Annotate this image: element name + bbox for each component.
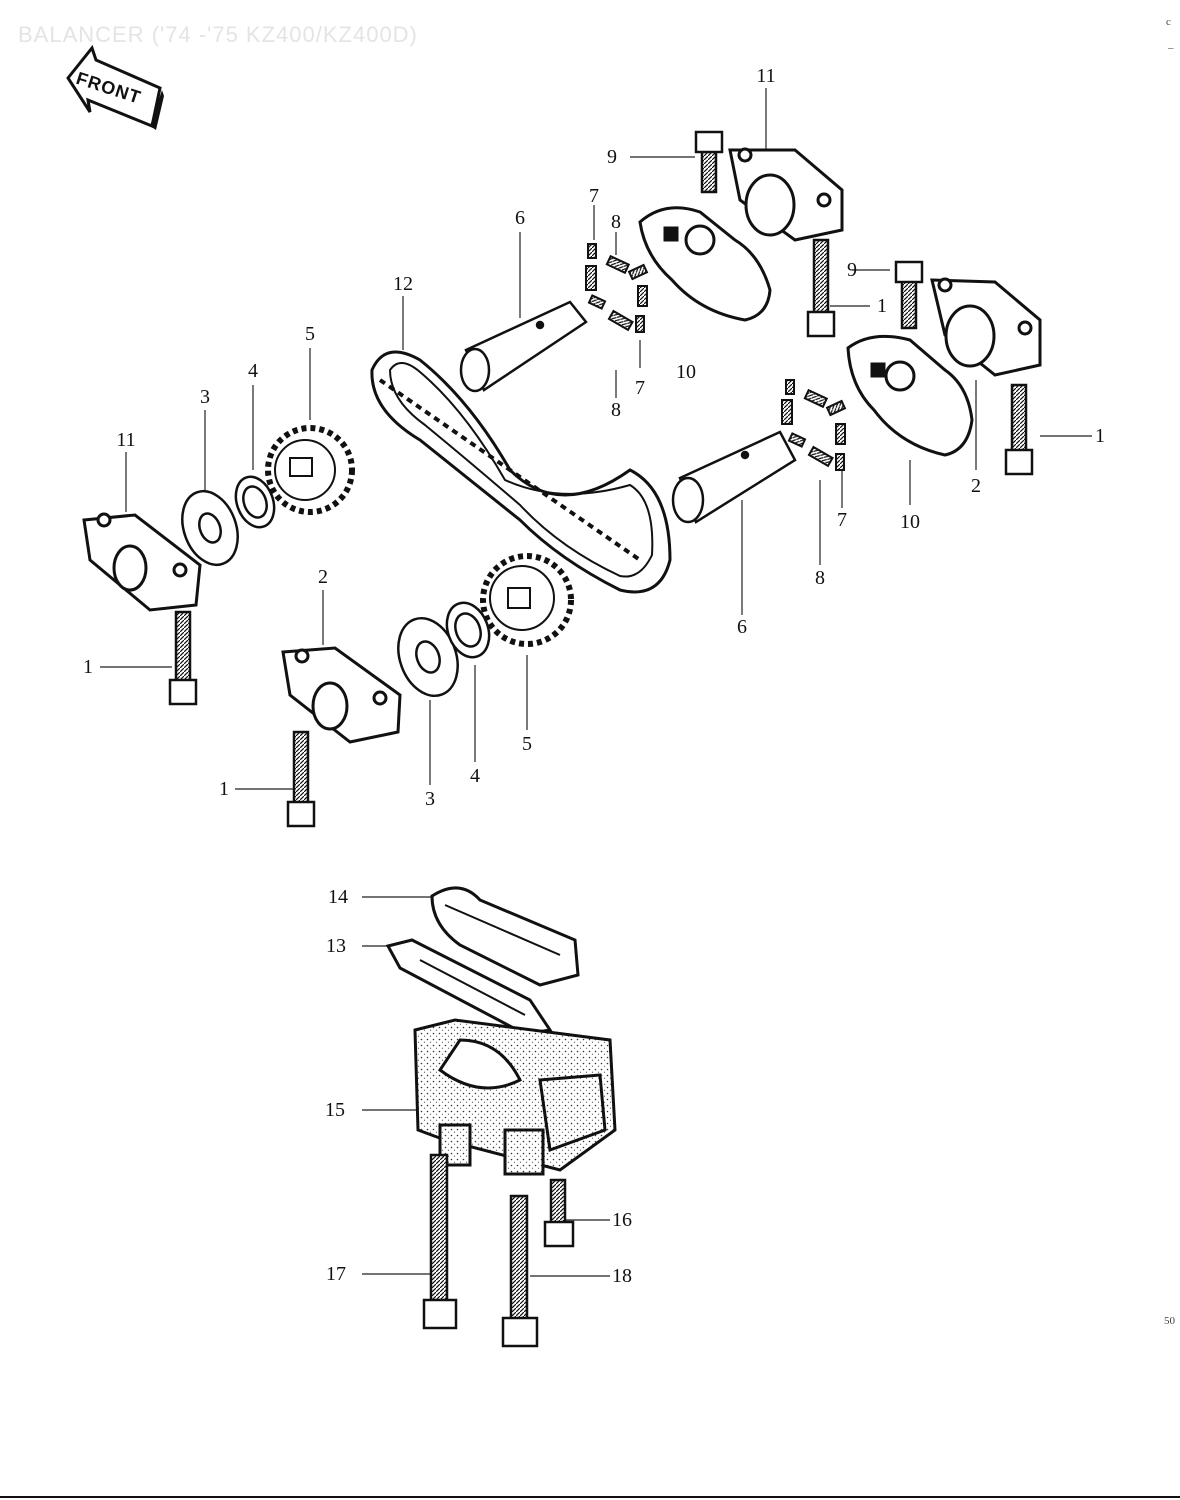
callout-10-right: 10 (900, 511, 920, 533)
shaft-upper (459, 300, 588, 393)
callout-7-right: 7 (837, 509, 847, 531)
callout-8-top: 8 (611, 211, 621, 233)
callout-9-right: 9 (847, 259, 857, 281)
callout-14: 14 (328, 886, 348, 908)
sprocket-lower (480, 553, 574, 647)
callout-6-top: 6 (515, 207, 525, 229)
callout-8-right: 8 (815, 567, 825, 589)
callout-17: 17 (326, 1263, 346, 1285)
callout-1-left: 1 (83, 656, 93, 678)
callout-4-top: 4 (248, 360, 258, 382)
springs-upper (585, 243, 649, 333)
edge-mark-bottom: 50 (1164, 1315, 1175, 1327)
front-arrow-icon (66, 44, 164, 130)
callout-12: 12 (393, 273, 413, 295)
bottom-rule (0, 1496, 1180, 1498)
callout-15: 15 (325, 1099, 345, 1121)
callout-1-right: 1 (1095, 425, 1105, 447)
callout-9-top: 9 (607, 146, 617, 168)
drive-chain (370, 350, 672, 594)
callout-1-left-lower: 1 (219, 778, 229, 800)
callout-11-left: 11 (116, 429, 136, 451)
balancer-weight-upper (638, 206, 772, 322)
callout-3-top: 3 (200, 386, 210, 408)
callout-7-top: 7 (589, 185, 599, 207)
washers-upper (181, 475, 276, 567)
callout-2-right: 2 (971, 475, 981, 497)
chain-damper (385, 938, 553, 1036)
springs-lower (781, 379, 847, 471)
chain-guide (430, 886, 580, 987)
edge-mark-top: c (1166, 16, 1171, 28)
washers-lower (397, 601, 491, 698)
callout-4-bottom: 4 (470, 765, 480, 787)
sprocket-upper (265, 425, 355, 515)
holder-top-right (728, 147, 844, 242)
callout-3-bottom: 3 (425, 788, 435, 810)
callout-6-bottom: 6 (737, 616, 747, 638)
callout-8-mid: 8 (611, 399, 621, 421)
page-title: BALANCER ('74 -'75 KZ400/KZ400D) (18, 22, 418, 47)
bolts (168, 130, 1034, 828)
callout-11-top: 11 (756, 65, 776, 87)
callout-1-right-upper: 1 (877, 295, 887, 317)
edge-mark-dash: – (1168, 42, 1174, 54)
leader-lines (100, 88, 1092, 1277)
holder-left (82, 512, 202, 612)
callout-10-top: 10 (676, 361, 696, 383)
shaft-lower (671, 430, 797, 524)
callout-13: 13 (326, 935, 346, 957)
callout-7-mid: 7 (635, 377, 645, 399)
crankcase-block (413, 1018, 617, 1176)
callout-5-top: 5 (305, 323, 315, 345)
lower-bolts (422, 1153, 575, 1348)
holder-right (930, 277, 1042, 377)
balancer-weight-lower (846, 334, 974, 457)
callout-16: 16 (612, 1209, 632, 1231)
callout-5-bottom: 5 (522, 733, 532, 755)
holder-lower-left (281, 646, 402, 744)
callout-18: 18 (612, 1265, 632, 1287)
callout-2-left: 2 (318, 566, 328, 588)
